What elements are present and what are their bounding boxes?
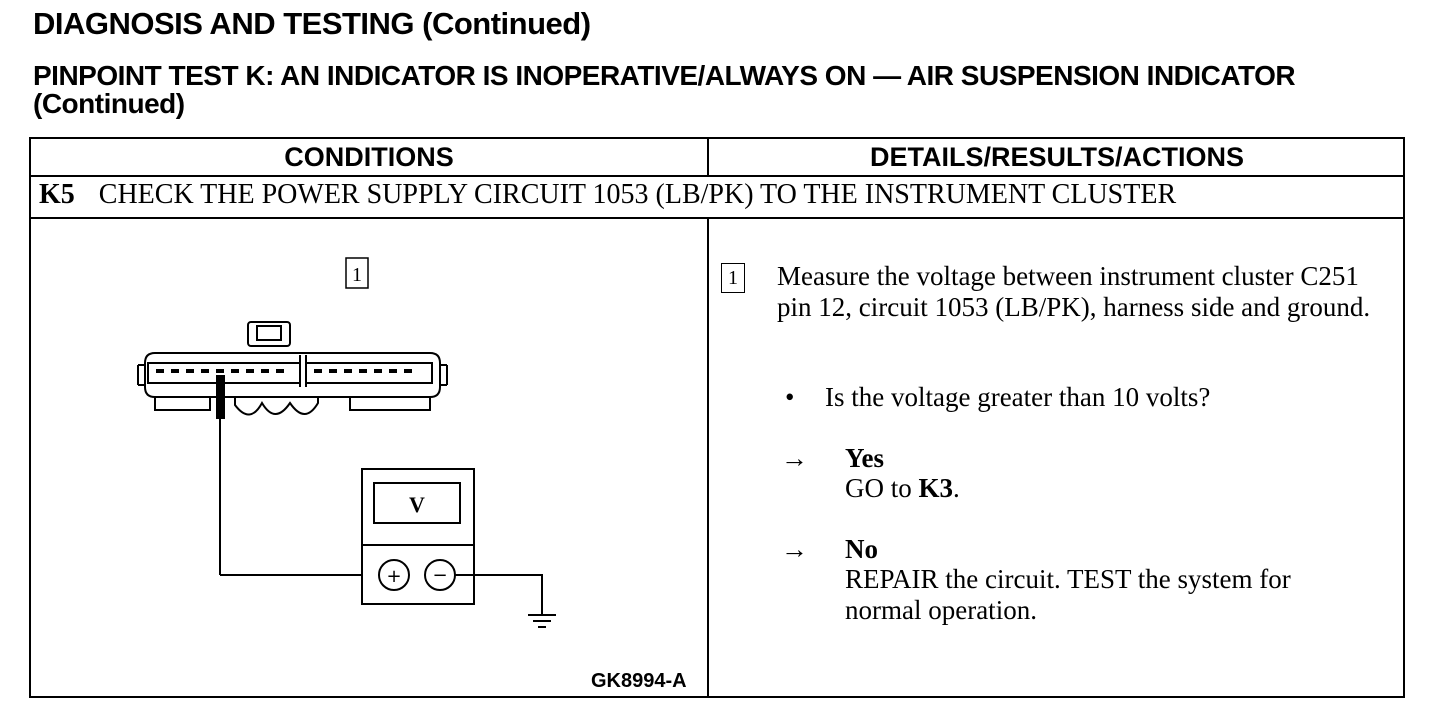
- header-column-divider: [707, 139, 709, 177]
- no-arrow: →: [781, 534, 808, 564]
- figure-id: GK8994-A: [591, 670, 687, 692]
- page-title: DIAGNOSIS AND TESTING (Continued): [33, 6, 591, 41]
- question: Is the voltage greater than 10 volts?: [825, 382, 1211, 412]
- step-row: K5 CHECK THE POWER SUPPLY CIRCUIT 1053 (L…: [39, 179, 1176, 211]
- details-header: DETAILS/RESULTS/ACTIONS: [869, 142, 1244, 172]
- yes-arrow: →: [781, 443, 808, 473]
- step-divider: [31, 217, 1403, 219]
- no-label: No: [845, 534, 878, 564]
- voltmeter-display: [373, 482, 461, 524]
- figure-callout: 1: [345, 257, 369, 289]
- conditions-header: CONDITIONS: [284, 142, 454, 172]
- plus-symbol: +: [386, 566, 401, 587]
- connector-voltmeter-diagram: 1 V + −: [137, 257, 556, 628]
- no-action: REPAIR the circuit. TEST the system for …: [845, 564, 1291, 625]
- connector-pins: [156, 369, 412, 373]
- step-id: K5: [39, 179, 75, 210]
- test-table: CONDITIONS DETAILS/RESULTS/ACTIONS K5 CHE…: [29, 137, 1405, 698]
- bullet: •: [785, 382, 795, 412]
- plus-terminal: [378, 559, 410, 591]
- yes-label: Yes: [845, 443, 884, 473]
- instruction: Measure the voltage between instrument c…: [777, 261, 1371, 322]
- column-divider: [707, 217, 709, 696]
- header-divider: [31, 175, 1403, 177]
- ground-lead: [455, 574, 556, 628]
- yes-action: GO to K3.: [845, 473, 960, 503]
- voltmeter-label: V: [409, 492, 425, 517]
- yes-target: K3: [918, 473, 954, 503]
- details-callout: 1: [721, 263, 745, 293]
- step-title: CHECK THE POWER SUPPLY CIRCUIT 1053 (LB/…: [98, 179, 1177, 210]
- test-probe: [216, 375, 382, 576]
- voltmeter: V + −: [361, 468, 475, 605]
- pinpoint-test-title: PINPOINT TEST K: AN INDICATOR IS INOPERA…: [33, 60, 1296, 119]
- connector-c251: [137, 321, 448, 416]
- figure-callout-text: 1: [352, 264, 362, 286]
- minus-symbol: −: [432, 565, 447, 586]
